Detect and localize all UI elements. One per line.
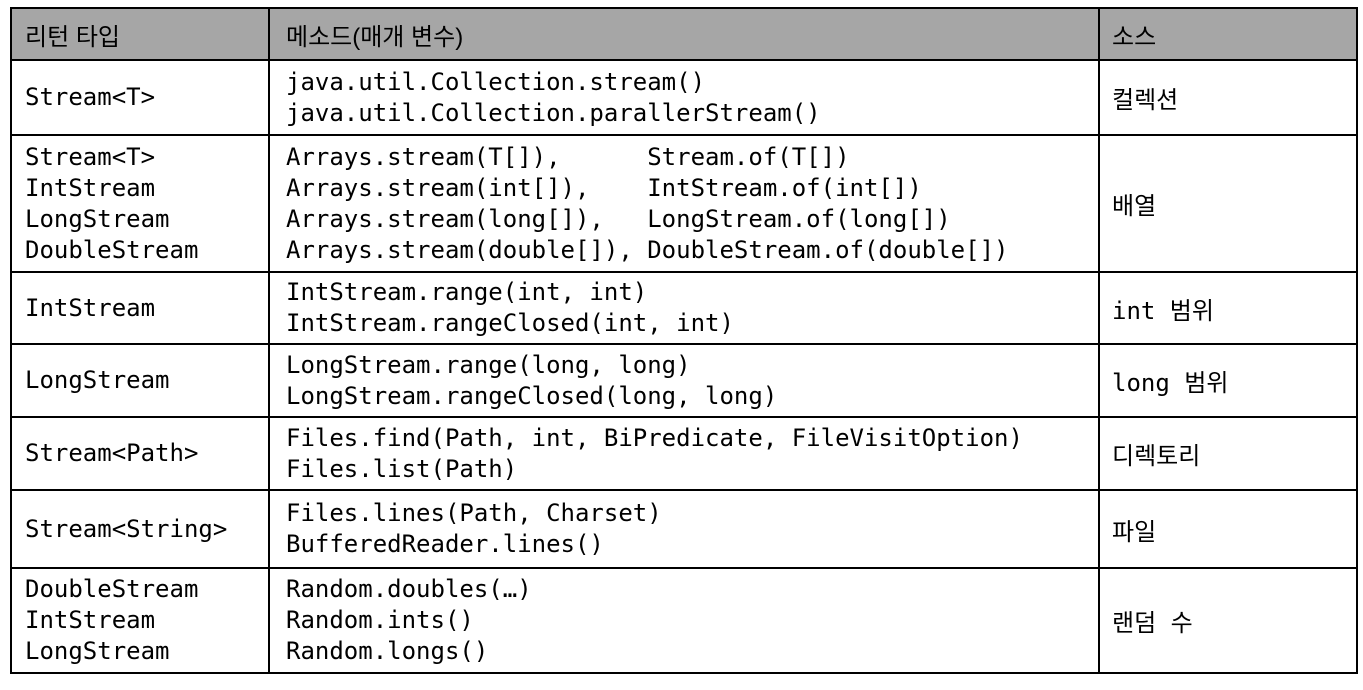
stream-api-table: 리턴 타입 메소드(매개 변수) 소스 Stream<T> java.util.… <box>10 7 1358 674</box>
table-row: Stream<String> Files.lines(Path, Charset… <box>10 489 1358 569</box>
return-type-cell: Stream<T> IntStream LongStream DoubleStr… <box>10 134 270 273</box>
col-header-return-type: 리턴 타입 <box>10 7 270 61</box>
table-row: DoubleStream IntStream LongStream Random… <box>10 567 1358 674</box>
source-cell: long 범위 <box>1098 343 1358 418</box>
methods-cell: IntStream.range(int, int) IntStream.rang… <box>268 271 1100 345</box>
header-row: 리턴 타입 메소드(매개 변수) 소스 <box>10 7 1358 61</box>
return-type-cell: Stream<T> <box>10 59 270 136</box>
col-header-methods: 메소드(매개 변수) <box>268 7 1100 61</box>
return-type-cell: IntStream <box>10 271 270 345</box>
source-cell: 배열 <box>1098 134 1358 273</box>
return-type-cell: LongStream <box>10 343 270 418</box>
table-row: Stream<T> java.util.Collection.stream() … <box>10 59 1358 136</box>
col-header-source: 소스 <box>1098 7 1358 61</box>
methods-cell: LongStream.range(long, long) LongStream.… <box>268 343 1100 418</box>
methods-cell: Files.find(Path, int, BiPredicate, FileV… <box>268 416 1100 491</box>
return-type-cell: Stream<Path> <box>10 416 270 491</box>
source-cell: 파일 <box>1098 489 1358 569</box>
table-row: LongStream LongStream.range(long, long) … <box>10 343 1358 418</box>
methods-cell: Random.doubles(…) Random.ints() Random.l… <box>268 567 1100 674</box>
source-cell: 컬렉션 <box>1098 59 1358 136</box>
source-cell: 랜덤 수 <box>1098 567 1358 674</box>
methods-cell: Files.lines(Path, Charset) BufferedReade… <box>268 489 1100 569</box>
methods-cell: java.util.Collection.stream() java.util.… <box>268 59 1100 136</box>
table-row: Stream<T> IntStream LongStream DoubleStr… <box>10 134 1358 273</box>
table-row: Stream<Path> Files.find(Path, int, BiPre… <box>10 416 1358 491</box>
table-row: IntStream IntStream.range(int, int) IntS… <box>10 271 1358 345</box>
methods-cell: Arrays.stream(T[]), Stream.of(T[]) Array… <box>268 134 1100 273</box>
return-type-cell: DoubleStream IntStream LongStream <box>10 567 270 674</box>
source-cell: 디렉토리 <box>1098 416 1358 491</box>
source-cell: int 범위 <box>1098 271 1358 345</box>
return-type-cell: Stream<String> <box>10 489 270 569</box>
